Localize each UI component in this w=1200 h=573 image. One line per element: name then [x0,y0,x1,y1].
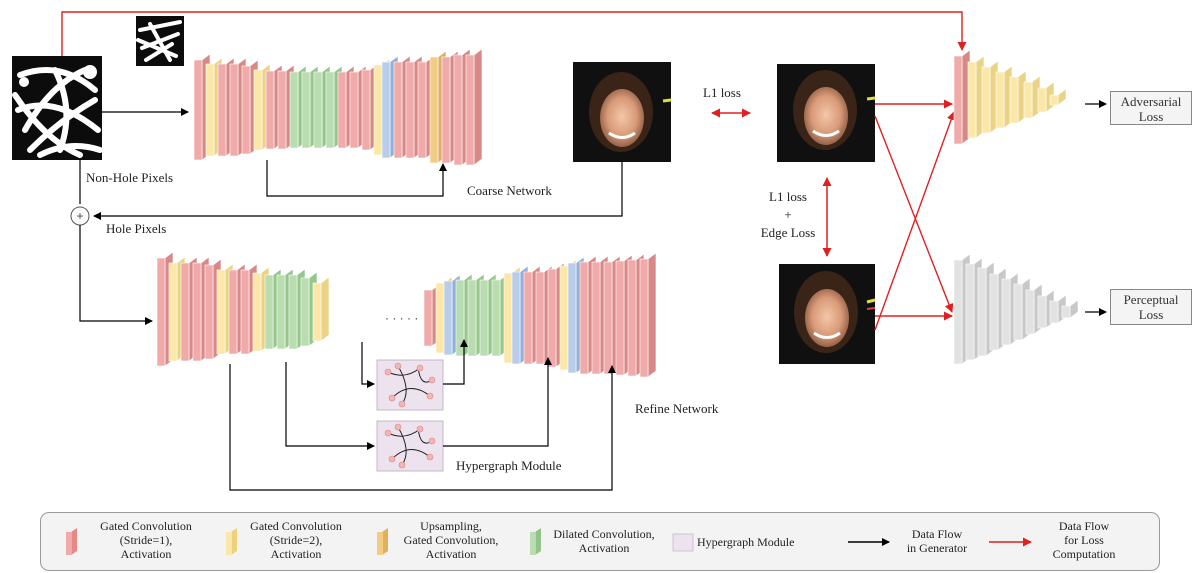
legend-text-gated2: Gated Convolution (Stride=2), Activation [241,519,351,561]
adversarial-line1: Adversarial [1120,94,1182,109]
legend: Gated Convolution (Stride=1), Activation… [40,512,1160,571]
loss-flow-top [61,11,967,56]
legend-gated2-line1: Gated Convolution [250,519,342,533]
legend-swatches [66,528,1032,555]
legend-swatch-hypergraph [672,533,694,552]
l1-edge-loss-label: L1 loss + Edge Loss [748,188,828,242]
coarse-skip-connection [266,160,447,197]
disc-layer-3 [981,60,999,134]
legend-dilated-line2: Activation [578,541,630,555]
legend-flow-loss-line2: for Loss [1064,533,1104,547]
discriminator-network [953,49,1067,145]
masked-input-image [12,56,103,160]
flow-coarse-to-plus [93,162,623,220]
disc-layer-5 [1009,70,1027,124]
legend-gated2-line3: Activation [270,547,322,561]
legend-swatch-dilated [530,528,541,555]
hypergraph-module-2 [376,420,444,472]
disc-layer-6 [1023,75,1041,119]
coarse-layer-24 [465,48,483,166]
legend-flow-loss-line3: Computation [1052,547,1116,561]
l1-edge-line3: Edge Loss [760,225,816,240]
legend-gated2-line2: (Stride=2), [269,533,323,547]
legend-upsample-line1: Upsampling, [420,519,482,533]
perceptual-network [953,253,1079,365]
perceptual-line1: Perceptual [1123,292,1179,307]
ellipsis-dots: · · · · · [385,311,418,325]
coarse-network-label: Coarse Network [467,183,552,198]
legend-text-hypergraph: Hypergraph Module [697,535,817,549]
legend-flow-gen-line2: in Generator [906,541,968,555]
legend-gated1-line3: Activation [120,547,172,561]
hypergraph-module-label: Hypergraph Module [456,458,562,473]
mask-image [136,16,184,66]
refine-a-layer-14 [312,276,330,342]
legend-hypergraph-line1: Hypergraph Module [697,535,795,549]
legend-swatch-gated2 [226,528,237,555]
legend-swatch-upsample [377,528,388,555]
ground-truth-face [779,264,876,364]
non-hole-pixels-label: Non-Hole Pixels [86,170,174,185]
legend-dilated-line1: Dilated Convolution, [553,527,655,541]
legend-gated1-line1: Gated Convolution [100,519,192,533]
legend-upsample-line2: Gated Convolution, [403,533,499,547]
legend-swatch-gated1 [66,528,77,555]
flow-plus-to-refine [79,225,153,325]
loss-flow-lines [874,99,956,331]
refine-network [156,251,657,378]
l1-edge-line2: + [784,207,792,222]
l1-edge-line1: L1 loss [769,189,807,204]
l1-loss-label: L1 loss [703,85,741,100]
perceptual-loss-box: Perceptual Loss [1110,289,1192,325]
refine-b-layer-20 [639,252,657,378]
refine-skip-connections [229,339,616,491]
disc-layer-2 [967,55,985,139]
hypergraph-module-1 [376,359,444,411]
legend-flow-gen-line1: Data Flow [911,527,963,541]
refine-output-face [777,64,876,162]
legend-text-upsample: Upsampling, Gated Convolution, Activatio… [391,519,511,561]
plus-sign: + [76,209,83,223]
legend-text-flow-loss: Data Flow for Loss Computation [1039,519,1129,561]
perc-layer-10 [1061,299,1079,319]
coarse-network [193,48,483,166]
legend-text-flow-gen: Data Flow in Generator [899,527,975,555]
legend-text-gated1: Gated Convolution (Stride=1), Activation [91,519,201,561]
legend-upsample-line3: Activation [425,547,477,561]
perceptual-line2: Loss [1138,307,1164,322]
refine-network-label: Refine Network [635,401,719,416]
legend-flow-loss-line1: Data Flow [1058,519,1110,533]
disc-layer-8 [1049,88,1067,106]
legend-gated1-line2: (Stride=1), [119,533,173,547]
disc-layer-1 [953,49,971,145]
adversarial-loss-box: Adversarial Loss [1110,91,1192,125]
hole-pixels-label: Hole Pixels [106,221,167,236]
coarse-output-face [573,62,672,162]
adversarial-line2: Loss [1138,109,1164,124]
disc-layer-4 [995,65,1013,129]
legend-text-dilated: Dilated Convolution, Activation [544,527,664,555]
